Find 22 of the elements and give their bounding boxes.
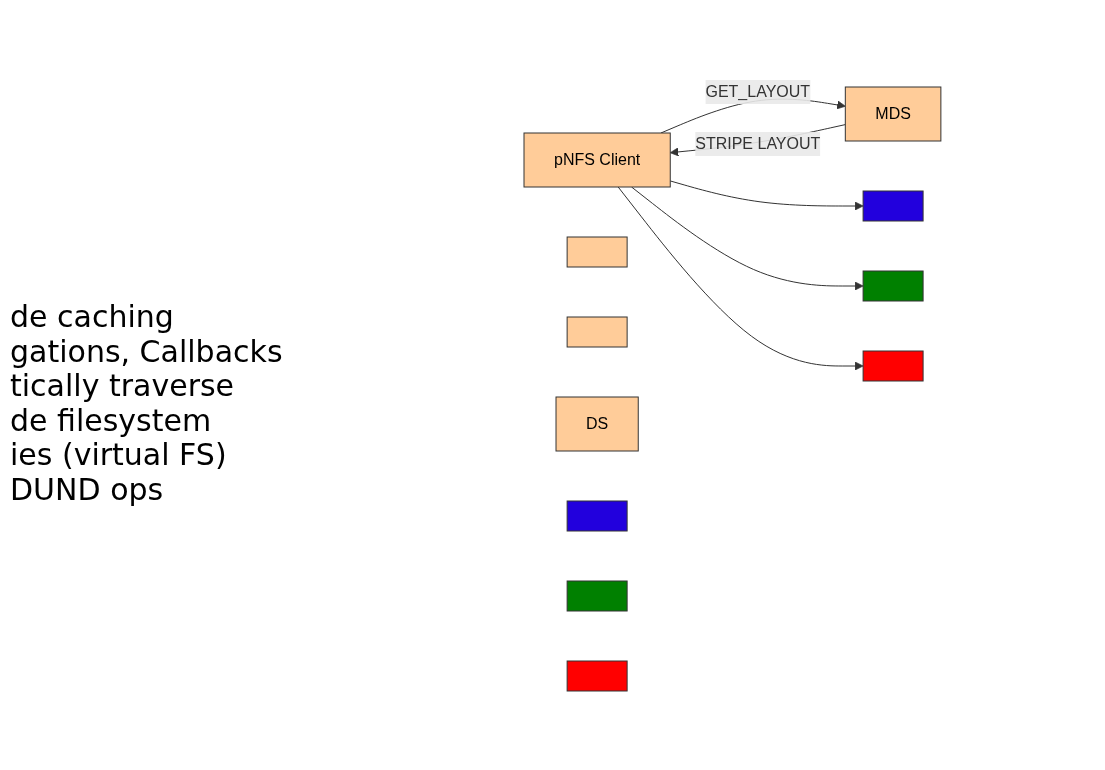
node-box: pNFS Client [523, 132, 671, 187]
edge-label: STRIPE LAYOUT [695, 134, 821, 152]
arrow [631, 186, 864, 290]
node-box: DS [555, 396, 639, 451]
note-text: tically traverse [10, 369, 236, 404]
arrow [617, 186, 864, 370]
node-box [566, 660, 628, 691]
node-box [566, 316, 628, 347]
node-box [862, 190, 924, 221]
note-text: DUND ops [10, 472, 165, 507]
edge-label: GET_LAYOUT [705, 82, 811, 100]
note-text: ies (virtual FS) [10, 438, 228, 473]
note-text: de filesystem [10, 403, 213, 438]
note-text: de caching [10, 300, 175, 335]
arrow [669, 179, 864, 210]
node-box [566, 580, 628, 611]
node-box [862, 350, 924, 381]
node-box [566, 236, 628, 267]
node-box: MDS [844, 86, 942, 141]
node-box [862, 270, 924, 301]
note-text: gations, Callbacks [10, 334, 284, 369]
node-box [566, 500, 628, 531]
